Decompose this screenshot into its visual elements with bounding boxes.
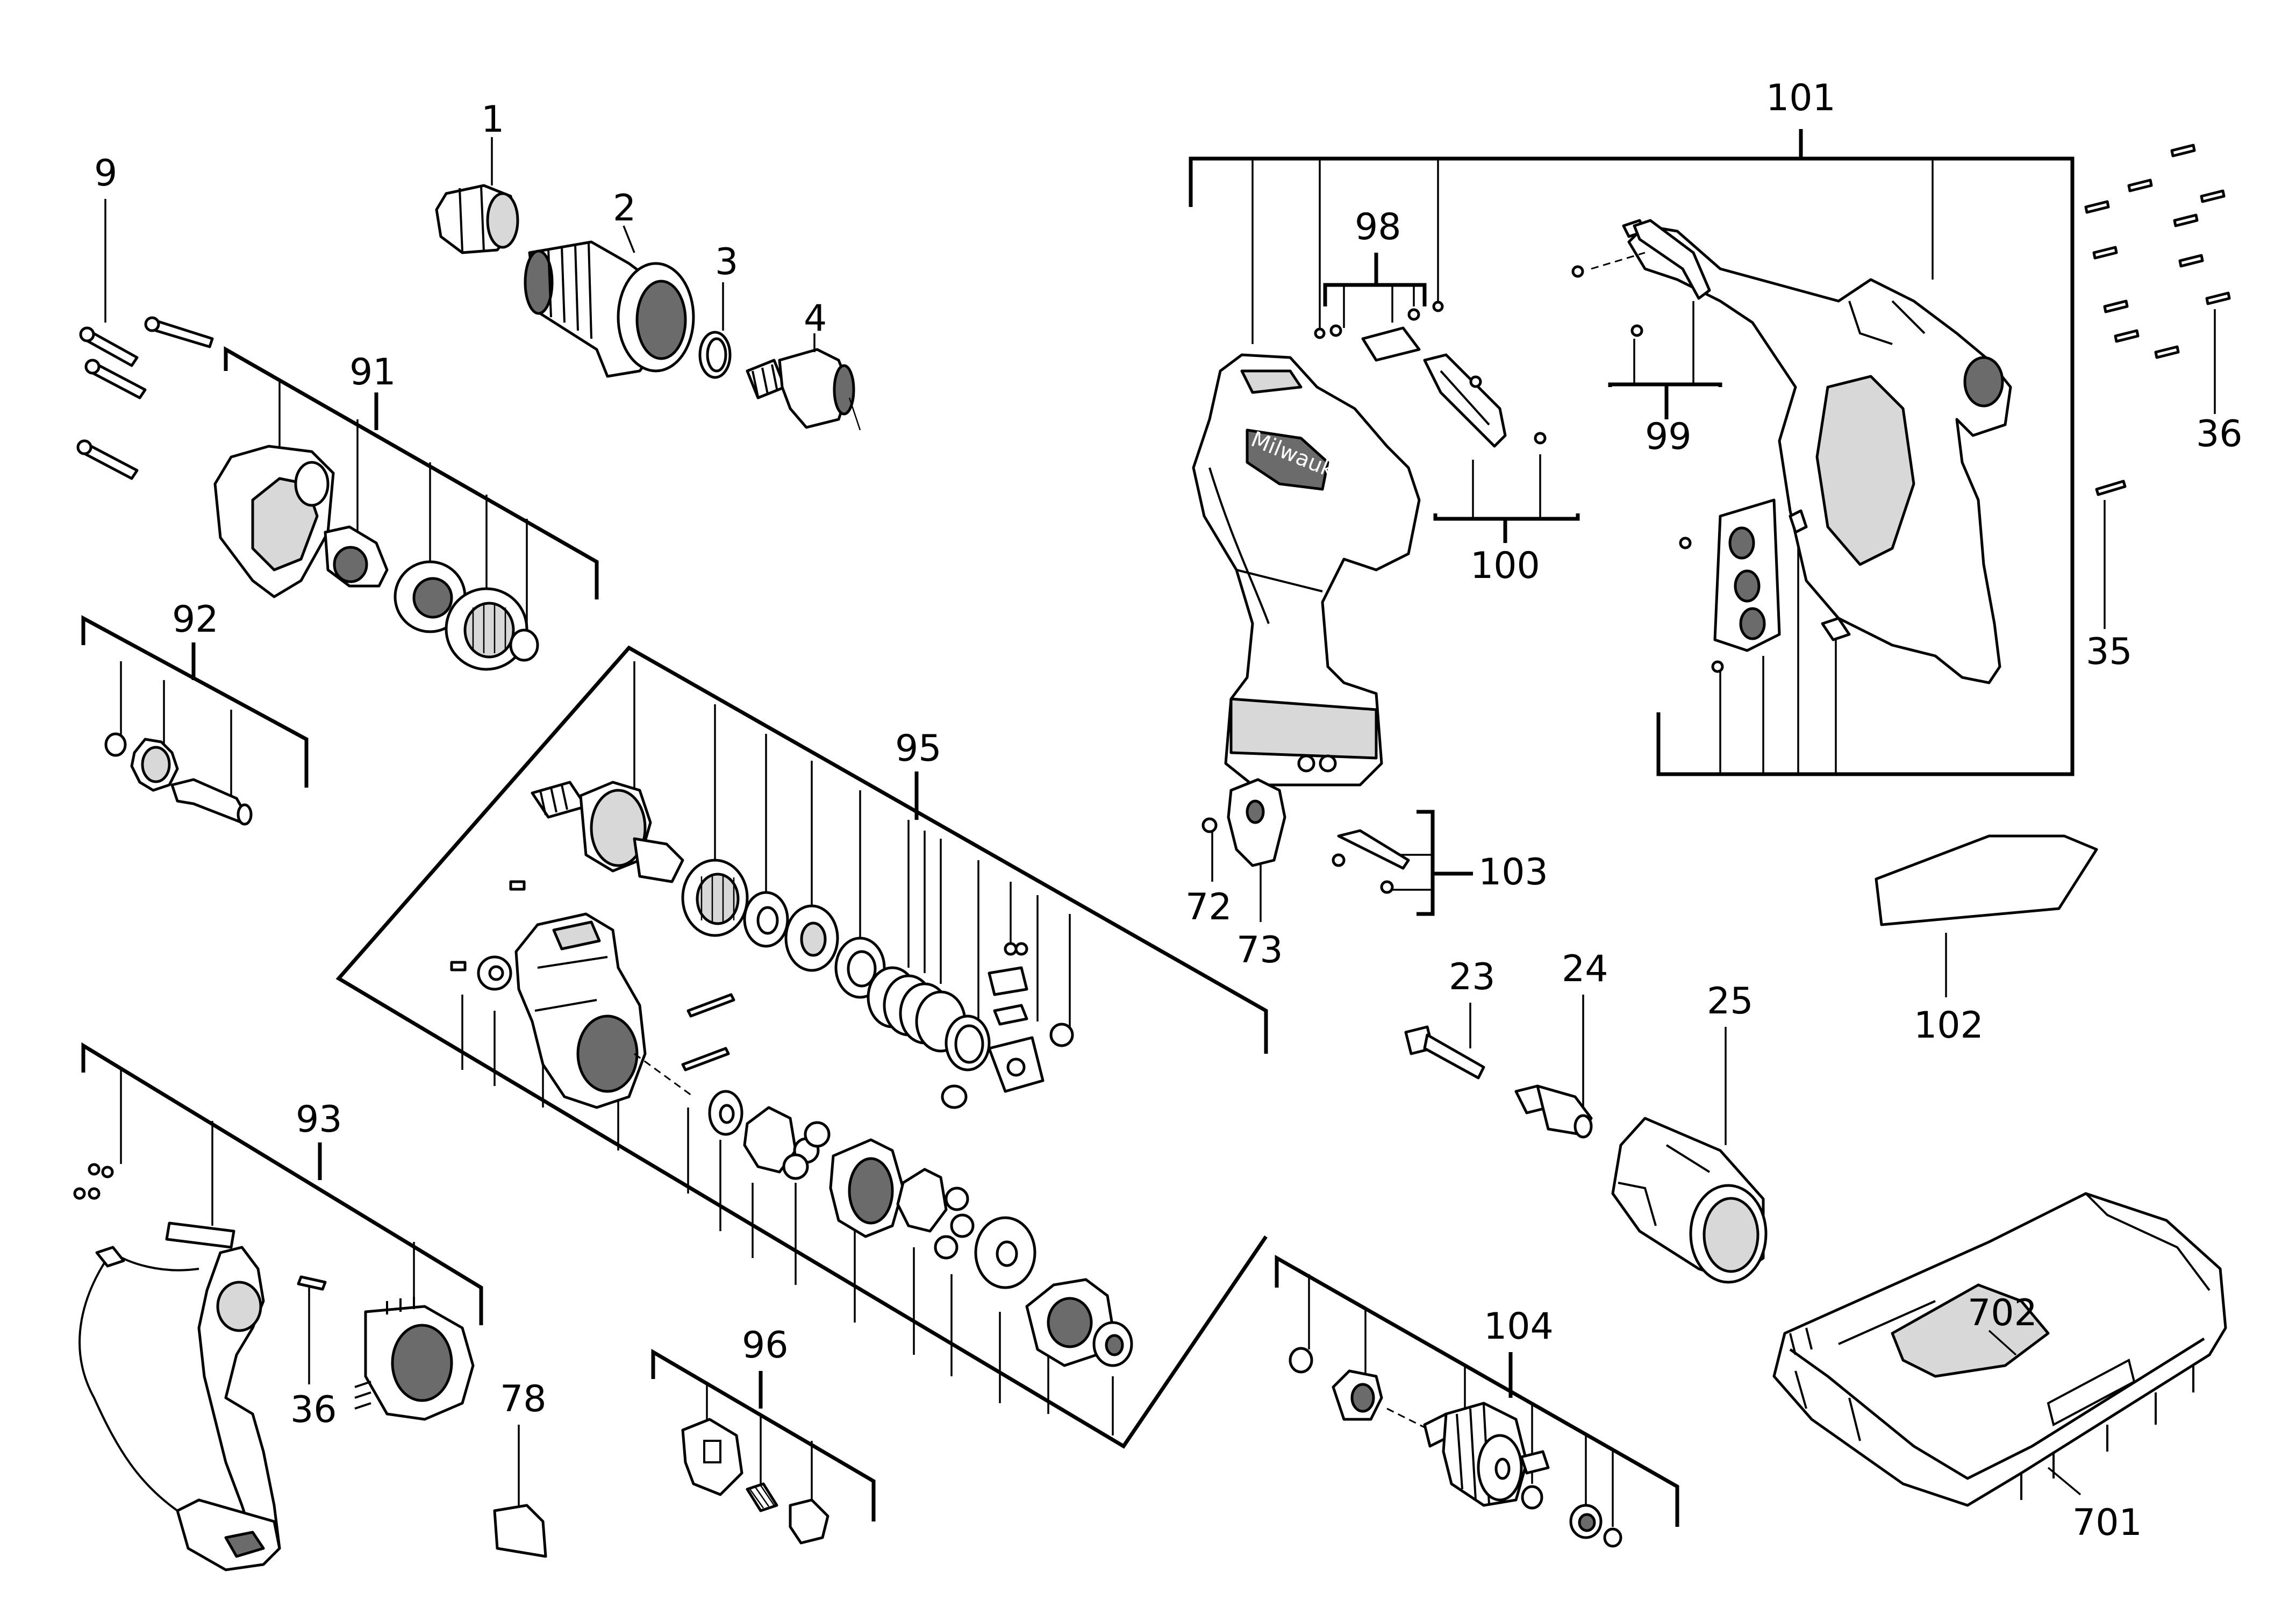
group-104-motor: 104	[1275, 1254, 1679, 1548]
part-102-label: 102	[1875, 834, 2098, 1047]
label-100: 100	[1470, 545, 1540, 587]
label-96: 96	[742, 1324, 789, 1367]
part-4-spindle: 4	[746, 297, 861, 431]
part-1-nut: 1	[435, 98, 519, 254]
group-92-gear-shaft: 92	[81, 598, 309, 826]
part-2-sleeve: 2	[524, 187, 695, 378]
group-91-gear-housing: 91	[213, 346, 599, 671]
label-35: 35	[2086, 631, 2133, 673]
part-9-screws: 9	[76, 152, 214, 480]
label-4: 4	[804, 297, 827, 340]
label-101: 101	[1766, 77, 1836, 119]
label-1: 1	[481, 98, 504, 141]
label-702: 702	[1968, 1292, 2037, 1334]
label-102: 102	[1914, 1004, 1984, 1047]
label-25: 25	[1707, 980, 1754, 1023]
group-93-electronics: 93 36	[73, 1042, 483, 1571]
label-73: 73	[1236, 929, 1283, 971]
label-78: 78	[500, 1378, 547, 1420]
label-95: 95	[895, 727, 942, 770]
part-78-cover: 78	[493, 1378, 547, 1558]
label-103: 103	[1478, 851, 1548, 894]
group-99-bracket: 99	[1571, 219, 1722, 458]
part-3-o-ring: 3	[698, 241, 738, 379]
label-701: 701	[2072, 1502, 2142, 1544]
group-100-latch: 100	[1423, 353, 1580, 587]
label-98: 98	[1355, 206, 1401, 248]
label-3: 3	[715, 241, 738, 283]
label-99: 99	[1645, 416, 1692, 458]
label-104: 104	[1484, 1305, 1554, 1348]
label-24: 24	[1562, 948, 1608, 990]
label-36b: 36	[290, 1389, 337, 1431]
part-36-35-screws: 36 35	[2084, 144, 2243, 673]
part-25-cup: 25	[1611, 980, 1768, 1284]
group-95-gearbox: 95	[335, 645, 1268, 1449]
label-23: 23	[1449, 956, 1496, 998]
label-93: 93	[296, 1098, 342, 1141]
label-36a: 36	[2196, 413, 2243, 455]
part-24-adapter: 24	[1514, 948, 1608, 1139]
label-72: 72	[1185, 886, 1232, 928]
part-72-73-clip: 72 73	[1185, 778, 1286, 971]
group-98-plate: 98	[1314, 206, 1444, 362]
label-92: 92	[172, 598, 219, 641]
part-701-702-carry-case: 702 701	[1772, 1192, 2227, 1544]
part-23-bolt: 23	[1404, 956, 1496, 1080]
group-101-housing: 101 Milwaukee	[1189, 77, 2075, 787]
label-91: 91	[349, 351, 396, 394]
label-2: 2	[613, 187, 636, 230]
group-103-spring-clip: 103	[1332, 810, 1548, 916]
label-9: 9	[94, 152, 117, 195]
group-96-switch: 96	[651, 1324, 876, 1545]
